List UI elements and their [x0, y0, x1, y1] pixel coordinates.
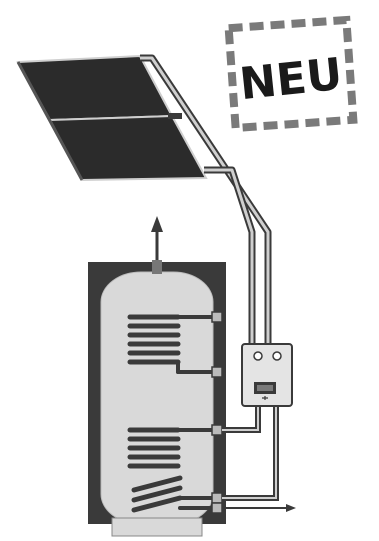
lower-heat-exchanger-coil [131, 475, 216, 513]
collector-pipes [140, 54, 272, 350]
badge-dashed-border [224, 15, 358, 133]
hot-water-outlet [151, 216, 163, 262]
tank-base [111, 517, 203, 537]
controller-tank-pipes [222, 404, 296, 512]
controller-knob-right [272, 351, 282, 361]
cold-water-arrow-icon [286, 504, 296, 512]
controller-button-icon [262, 396, 268, 400]
middle-heat-exchanger-coil [127, 427, 216, 469]
solar-controller-station [241, 343, 293, 407]
solar-collector-lower [48, 114, 208, 182]
outlet-arrow-icon [151, 216, 163, 232]
neu-badge: NEU [224, 15, 358, 133]
tank-top-fitting [152, 260, 162, 274]
badge-text: NEU [237, 49, 344, 110]
upper-heat-exchanger-coil [127, 314, 216, 374]
solar-collectors [16, 54, 208, 182]
collector-frame-edge [16, 61, 84, 181]
controller-housing [241, 343, 293, 407]
controller-knob-left [253, 351, 263, 361]
solar-collector-upper [16, 54, 174, 122]
